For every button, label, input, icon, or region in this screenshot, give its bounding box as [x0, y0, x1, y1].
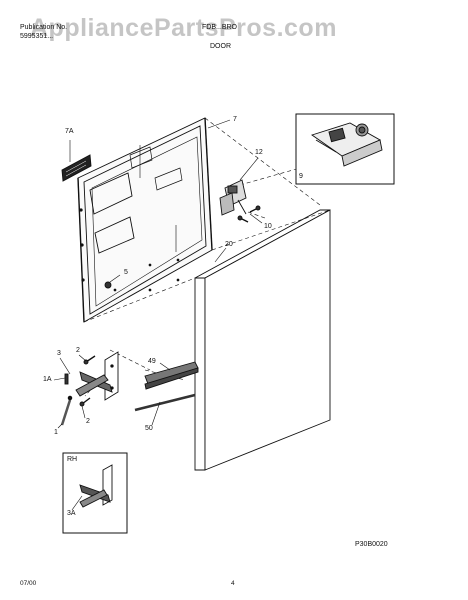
callout-2-upper: 2 [76, 347, 80, 354]
leader-lines [53, 119, 263, 511]
footer-date: 07/00 [20, 580, 37, 587]
inner-door-panel [77, 117, 213, 323]
model-number: FDB...BRO [202, 24, 238, 31]
door-gasket-50 [134, 393, 196, 412]
callout-49: 49 [148, 358, 156, 365]
nameplate-7a [61, 154, 92, 182]
callout-7a: 7A [65, 128, 74, 135]
footer-page: 4 [231, 580, 235, 587]
latch-assembly-12 [219, 179, 247, 216]
callout-50: 50 [145, 425, 153, 432]
hinge-screws-2 [79, 355, 96, 407]
callout-5: 5 [124, 269, 128, 276]
callout-rh: RH [67, 456, 78, 463]
section-title: DOOR [210, 43, 231, 50]
callout-12: 12 [255, 149, 263, 156]
detergent-dispenser-inset-9 [295, 113, 395, 185]
rh-hinge-inset [62, 452, 128, 534]
callout-9: 9 [299, 173, 303, 180]
callout-1: 1 [54, 429, 58, 436]
callout-1a: 1A [43, 376, 52, 383]
publication-label: Publication No. [20, 24, 68, 31]
figure-code: P30B0020 [355, 541, 388, 548]
cable-1 [60, 395, 73, 426]
bottom-seal-49 [144, 361, 199, 390]
screw-5 [104, 281, 112, 289]
callout-3: 3 [57, 350, 61, 357]
screws-10 [237, 205, 261, 223]
watermark: AppliancePartsPros.com [30, 14, 337, 42]
publication-number: 5995351... [20, 33, 54, 40]
callout-7: 7 [233, 116, 237, 123]
callout-20: 20 [225, 241, 233, 248]
callout-3a: 3A [67, 510, 76, 517]
spring-1a [64, 373, 69, 385]
callout-2-lower: 2 [86, 418, 90, 425]
callout-10: 10 [264, 223, 272, 230]
hinge-assembly [75, 351, 119, 401]
outer-door-panel-20 [194, 209, 331, 471]
